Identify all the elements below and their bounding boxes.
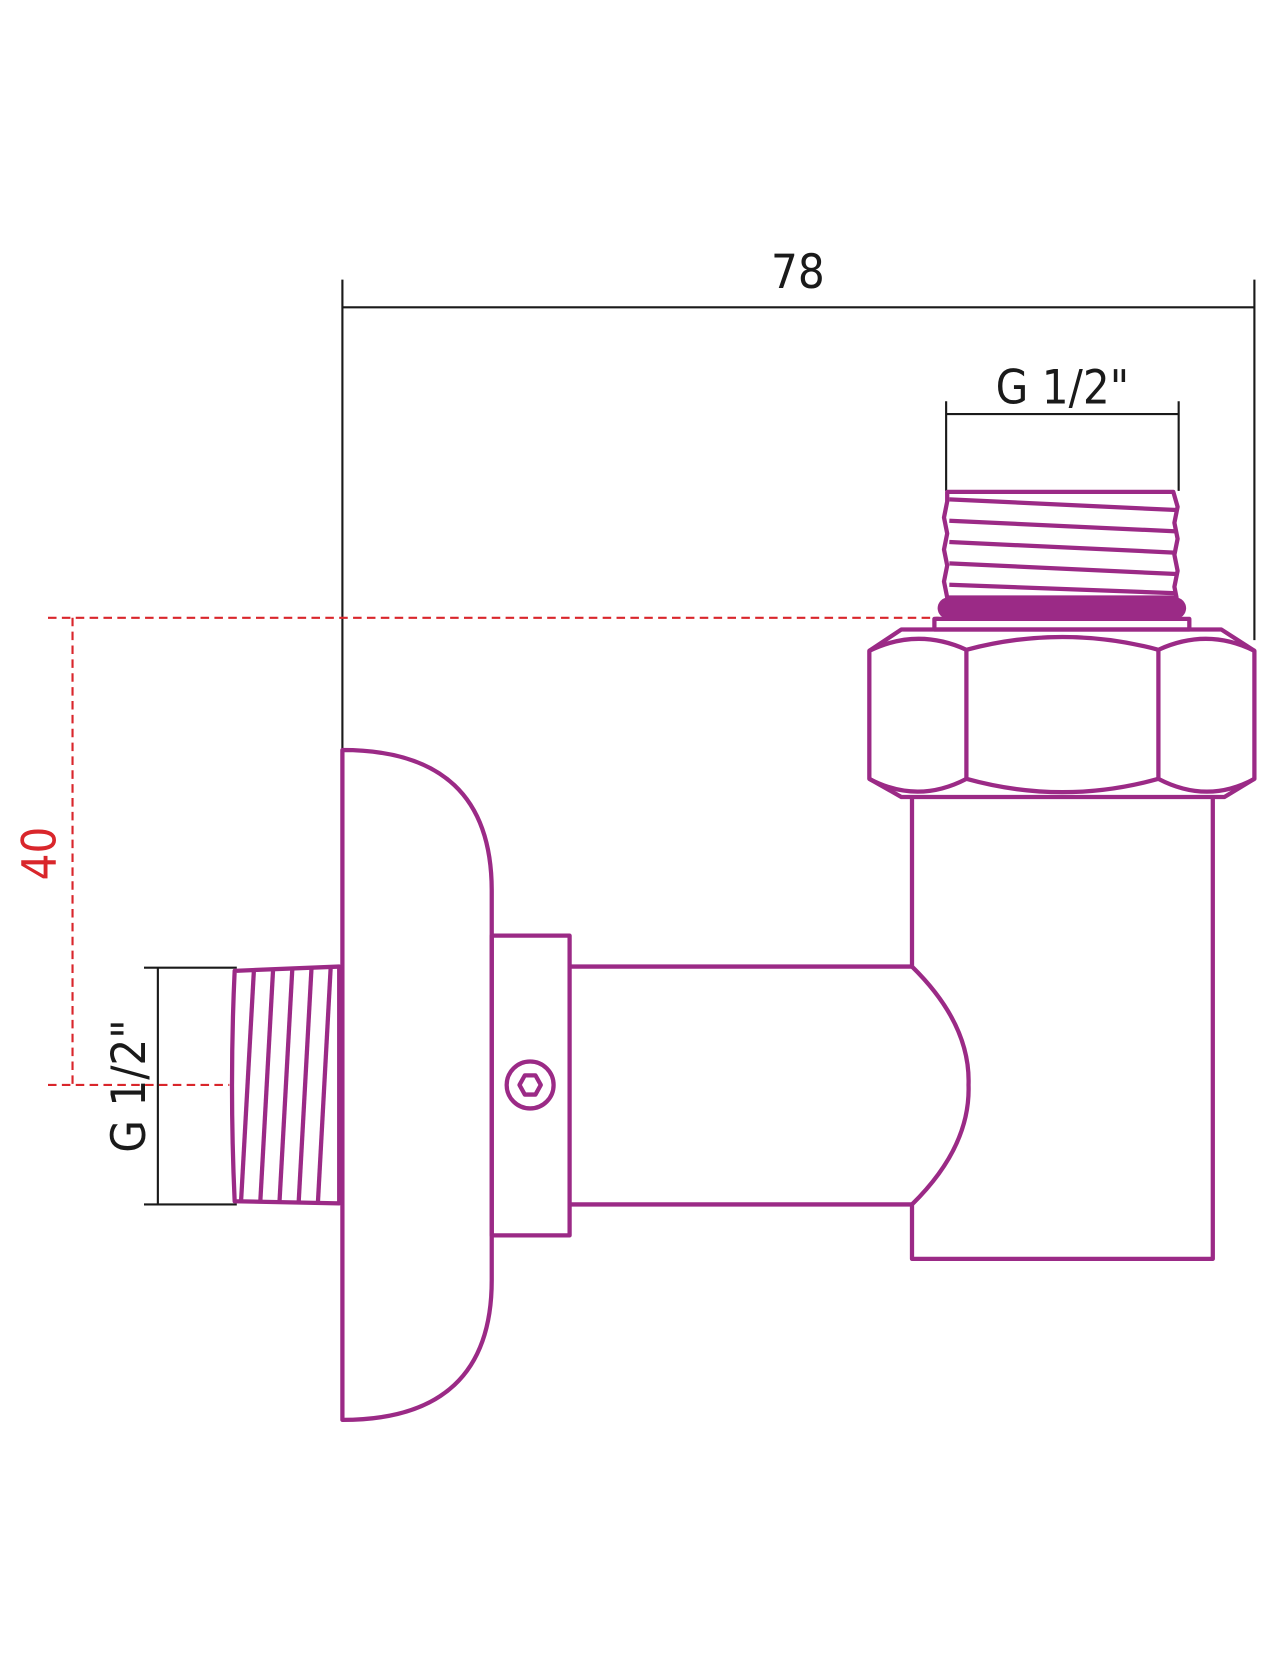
- dimension-label-side-thread: G 1/2": [102, 1019, 157, 1152]
- hex-nut: [867, 627, 1257, 800]
- side-thread: [229, 964, 342, 1206]
- dimension-axis-offset: 40: [12, 616, 939, 1087]
- dimension-label-40: 40: [12, 827, 67, 881]
- dimension-label-78: 78: [771, 245, 825, 300]
- hex-socket-icon: [517, 1073, 543, 1097]
- collar: [489, 933, 572, 1238]
- top-thread: [932, 489, 1192, 632]
- dimension-label-top-thread: G 1/2": [996, 360, 1129, 415]
- o-ring-seal: [937, 597, 1187, 619]
- dimension-top-thread: G 1/2": [945, 360, 1180, 491]
- dimension-overall-width: 78: [341, 245, 1256, 749]
- dimension-side-thread: G 1/2": [102, 966, 237, 1206]
- valve-body: [569, 796, 1215, 1261]
- wall-flange: [340, 747, 494, 1423]
